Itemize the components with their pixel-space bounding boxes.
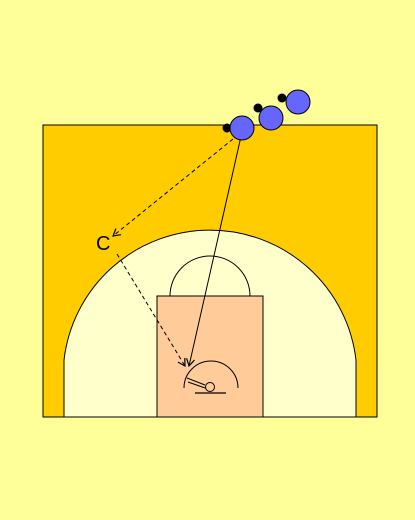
free-throw-arc <box>169 255 251 297</box>
player-1 <box>222 115 255 141</box>
basket-rim <box>205 382 215 392</box>
pass-to-coach-arrow <box>112 138 234 237</box>
player-3-icon <box>285 89 311 115</box>
player-2 <box>253 103 284 131</box>
paint-key <box>156 295 264 418</box>
player-3 <box>277 89 311 115</box>
player-1-ball-icon <box>222 123 232 133</box>
cut-path-arrow <box>186 131 243 368</box>
ball-path-to-rim <box>186 377 206 386</box>
pass-to-basket-arrow <box>116 253 186 368</box>
restricted-area-arc <box>183 360 239 389</box>
player-3-ball-icon <box>277 93 287 103</box>
player-1-icon <box>229 115 255 141</box>
ball-path-to-rim-secondary <box>187 381 206 389</box>
coach-label: C <box>96 233 110 255</box>
player-2-ball-icon <box>253 103 263 113</box>
player-2-icon <box>258 105 284 131</box>
